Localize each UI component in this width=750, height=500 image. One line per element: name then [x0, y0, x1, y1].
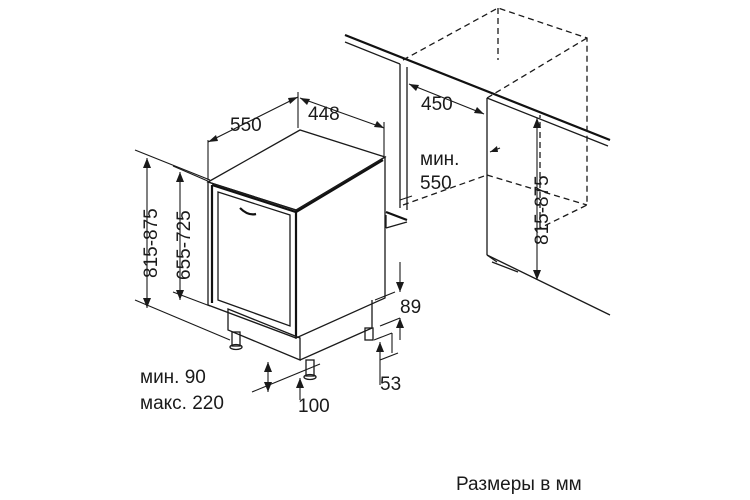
niche-width-dimension: мин. 550	[399, 146, 501, 201]
niche-depth-label: 450	[421, 94, 453, 115]
niche-height-dimension: 815-875	[532, 118, 553, 280]
width-label: 550	[230, 115, 262, 136]
depth-label: 448	[308, 104, 340, 125]
width-dimension: 550	[207, 92, 299, 180]
plinth-min-label: мин. 90	[140, 367, 206, 388]
body-height-label: 655-725	[174, 210, 195, 280]
plinth-max-label: макс. 220	[140, 393, 224, 414]
niche-depth-dimension: 450	[408, 83, 485, 115]
units-caption: Размеры в мм	[456, 474, 582, 495]
foot-height-dimension: 53	[373, 332, 401, 395]
countertop	[344, 33, 611, 255]
body-height-dimension: 655-725	[172, 165, 211, 307]
door-gap-label: 100	[298, 396, 330, 417]
foot-height-label: 53	[380, 374, 401, 395]
door-gap-dimension: 100	[251, 362, 330, 417]
niche-width-min-value: 550	[420, 173, 452, 194]
floor-lines	[486, 254, 611, 316]
plinth-height-label: 89	[400, 297, 421, 318]
plinth-height-dimension: 89	[374, 262, 421, 340]
niche-outline	[402, 7, 588, 229]
dishwasher	[206, 129, 387, 381]
niche-height-label: 815-875	[532, 175, 553, 245]
total-height-label: 815-875	[141, 208, 162, 278]
depth-dimension: 448	[299, 97, 385, 156]
niche-width-min-label: мин.	[420, 149, 459, 170]
total-height-dimension: 815-875	[134, 149, 231, 341]
